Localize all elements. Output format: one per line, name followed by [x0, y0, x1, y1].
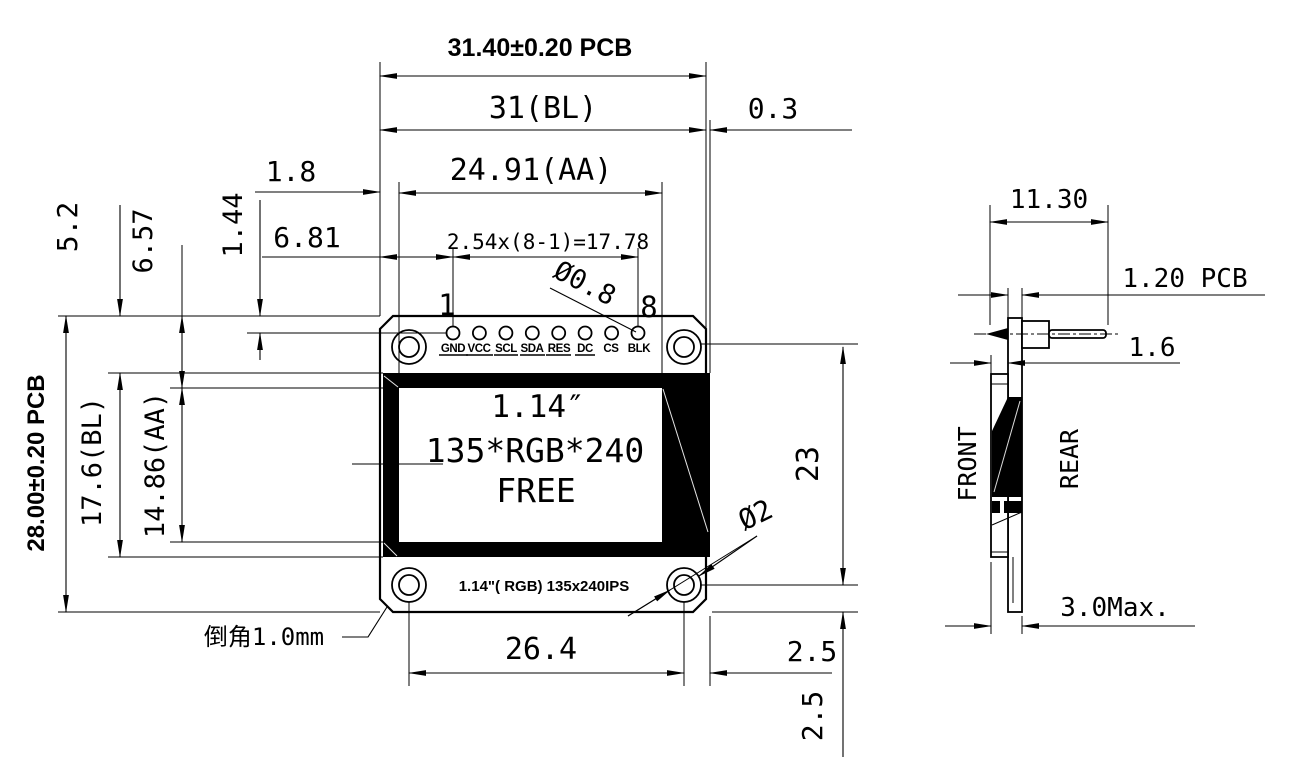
side-bezel-strip-left	[992, 501, 1000, 513]
side-bezel-strip-right	[1004, 501, 1022, 513]
dim-front-gap: 1.6	[1129, 333, 1176, 363]
dim-bl-height: 17.6(BL)	[77, 397, 108, 527]
dim-hole-bottom-offset: 2.5	[796, 691, 829, 742]
dim-bl-width: 31(BL)	[489, 91, 597, 126]
pin-label-gnd: GND	[441, 343, 465, 355]
display-active-area	[399, 388, 662, 542]
mounting-hole-top-right	[666, 329, 702, 365]
pin-number-first: 1	[438, 288, 455, 322]
dim-pcb-height: 28.00±0.20 PCB	[23, 374, 50, 551]
bezel-glass-edge-top-left	[383, 375, 399, 388]
pin-label-res: RES	[548, 343, 571, 355]
dim-pcb-width: 31.40±0.20 PCB	[448, 34, 633, 62]
display-type-text: FREE	[496, 471, 575, 510]
dim-pin-pitch: 2.54x(8-1)=17.78	[447, 230, 649, 254]
dim-pin1-offset: 6.81	[273, 221, 340, 254]
pin-hole-5	[551, 325, 567, 341]
side-dimensions: 11.30 1.20 PCB 1.6 3.0Max.	[945, 185, 1265, 634]
pin-labels: GND VCC SCL SDA RES DC CS BLK	[439, 343, 652, 356]
leader-chamfer	[342, 606, 388, 638]
dim-hole-diameter: Ø2	[733, 493, 778, 537]
dim-module-width: 11.30	[1010, 185, 1088, 215]
pin-label-dc: DC	[577, 343, 593, 355]
pin-hole-8	[630, 325, 646, 341]
pin-label-scl: SCL	[495, 343, 517, 355]
dim-hole-hspan: 26.4	[505, 632, 577, 667]
pin-number-last: 8	[640, 290, 657, 324]
dim-aa-width: 24.91(AA)	[450, 153, 613, 188]
extension-lines	[58, 62, 858, 686]
pin-label-cs: CS	[603, 343, 619, 355]
dim-pcb-thickness: 1.20 PCB	[1122, 264, 1247, 294]
dim-pin-hole-diameter: Ø0.8	[549, 255, 621, 312]
bezel-glass-edge-bottom-left	[383, 542, 398, 557]
display-resolution-text: 135*RGB*240	[426, 431, 645, 470]
dim-pin-row-offset: 1.44	[218, 192, 249, 257]
dim-hole-right-offset: 2.5	[787, 635, 838, 668]
pin-hole-4	[524, 325, 540, 341]
side-connector-pin	[1048, 329, 1107, 339]
front-view: 1.14″ 135*RGB*240 FREE GND	[352, 314, 710, 614]
dim-hole-vspan: 23	[791, 446, 826, 482]
mounting-hole-top-left	[391, 329, 427, 365]
pin-hole-3	[498, 325, 514, 341]
pin-label-vcc: VCC	[467, 343, 490, 355]
side-label-front: FRONT	[953, 426, 982, 501]
pin-label-sda: SDA	[520, 343, 543, 355]
display-size-text: 1.14″	[491, 389, 584, 425]
pin-hole-6	[577, 325, 593, 341]
mounting-hole-bottom-right	[666, 567, 702, 603]
dim-aa-top-offset: 6.57	[128, 208, 159, 273]
silkscreen-text: 1.14"( RGB) 135x240IPS	[459, 578, 630, 595]
pin-holes	[445, 325, 646, 341]
dim-aa-left-offset: 1.8	[266, 155, 317, 188]
mounting-hole-bottom-left	[391, 567, 427, 603]
side-view: FRONT REAR	[953, 317, 1120, 613]
dim-bl-overhang: 0.3	[748, 92, 799, 125]
dim-aa-height: 14.86(AA)	[140, 392, 171, 538]
chamfer-note: 倒角1.0mm	[204, 623, 324, 651]
side-label-rear: REAR	[1055, 428, 1084, 489]
pin-hole-2	[471, 325, 487, 341]
pin-hole-7	[604, 325, 619, 341]
pin-hole-1	[445, 325, 461, 341]
leader-pin-hole-diameter	[549, 287, 637, 333]
dim-bl-top-offset: 5.2	[51, 202, 84, 253]
pin-label-blk: BLK	[628, 343, 652, 355]
dim-max-thickness: 3.0Max.	[1060, 593, 1170, 623]
bezel-glass-edge-right	[662, 388, 709, 533]
